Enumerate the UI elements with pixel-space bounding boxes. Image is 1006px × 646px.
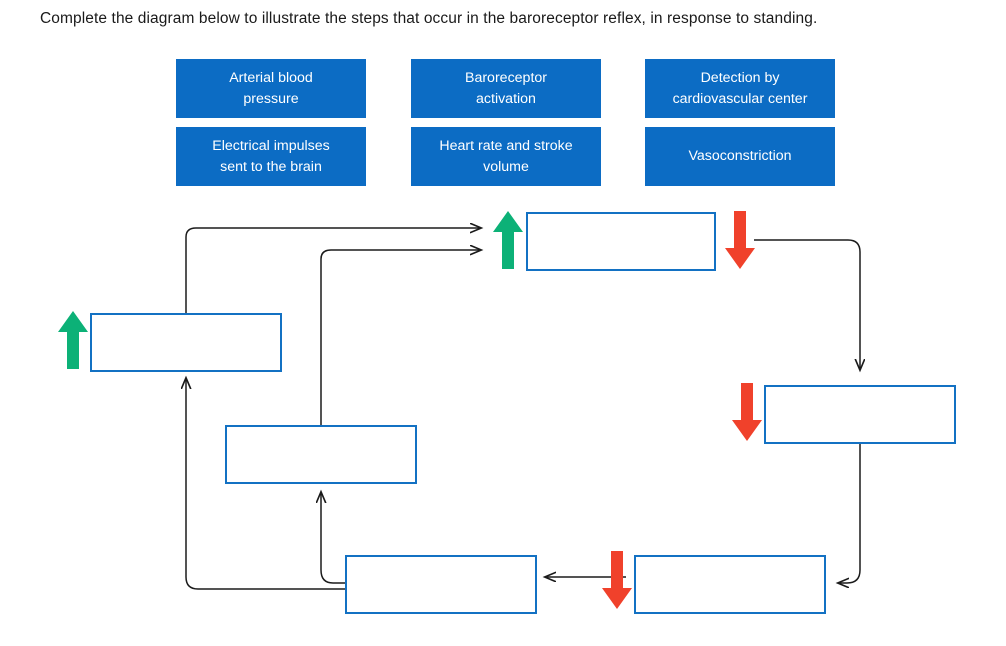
dropbox-bottom-left[interactable] [345,555,537,614]
tile-baroreceptor-activation[interactable]: Baroreceptor activation [411,59,601,118]
dropbox-top[interactable] [526,212,716,271]
connector-middle-box-to-top-box-lower [320,250,481,425]
tile-line-1: Heart rate and stroke [439,137,573,154]
dropbox-bottom-right[interactable] [634,555,826,614]
connector-bottom-left-to-middle-box [321,492,345,584]
tile-line-2: activation [476,90,536,107]
dropbox-middle[interactable] [225,425,417,484]
arrow-down-right-icon [731,382,763,442]
dropbox-right[interactable] [764,385,956,444]
tile-line-1: Arterial blood [229,69,313,86]
tile-vasoconstriction[interactable]: Vasoconstriction [645,127,835,186]
tile-line-2: pressure [243,90,299,107]
connector-top-box-to-right-box [754,239,860,370]
tile-line-1: Vasoconstriction [688,148,792,164]
connector-left-box-to-top-box-upper [185,228,481,313]
arrow-down-bottom-icon [601,550,633,610]
tile-electrical-impulses-brain[interactable]: Electrical impulses sent to the brain [176,127,366,186]
tile-line-1: Electrical impulses [212,137,330,154]
arrow-down-top-right-icon [724,210,756,270]
arrow-up-left-icon [57,310,89,370]
arrow-up-top-icon [492,210,524,270]
tile-line-2: sent to the brain [220,158,322,175]
tile-line-2: cardiovascular center [672,90,808,107]
dropbox-left[interactable] [90,313,282,372]
tile-detection-cardiovascular-center[interactable]: Detection by cardiovascular center [645,59,835,118]
tile-line-2: volume [483,158,529,175]
tile-line-1: Detection by [700,69,780,86]
tile-arterial-blood-pressure[interactable]: Arterial blood pressure [176,59,366,118]
tile-heart-rate-stroke-volume[interactable]: Heart rate and stroke volume [411,127,601,186]
tile-line-1: Baroreceptor [464,69,547,86]
instruction-prompt: Complete the diagram below to illustrate… [40,10,818,27]
connector-right-box-to-bottom-right-box [838,444,861,583]
